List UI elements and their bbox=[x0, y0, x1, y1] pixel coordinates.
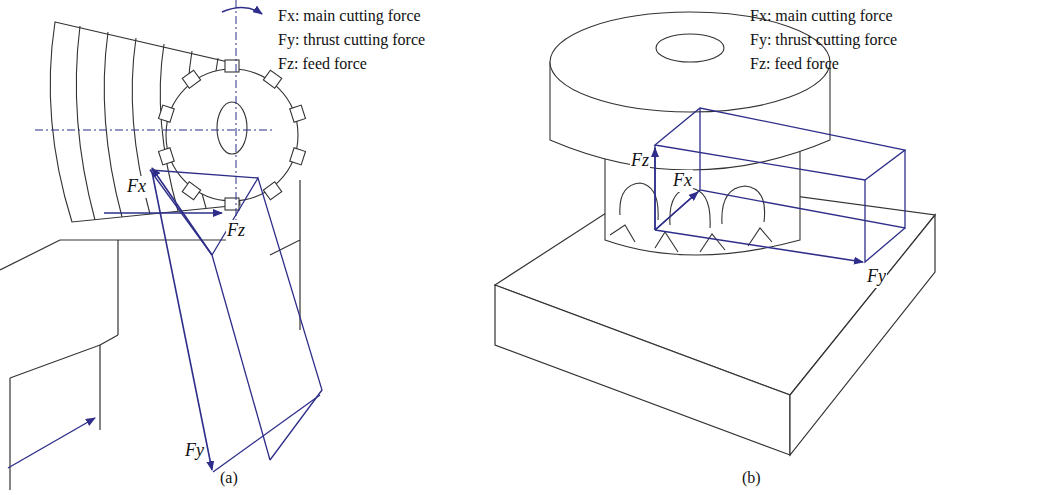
legend-text: Fx: main cutting force bbox=[750, 6, 893, 25]
force-label: Fz bbox=[630, 150, 650, 172]
force-box-b bbox=[655, 108, 905, 262]
force-arrow bbox=[104, 212, 222, 214]
force-label: Fy bbox=[866, 266, 887, 288]
face-mill bbox=[550, 12, 830, 255]
panel-label: (b) bbox=[742, 468, 761, 487]
force-arrow bbox=[655, 192, 698, 230]
legend-text: Fy: thrust cutting force bbox=[750, 30, 897, 49]
helical-cutter bbox=[50, 22, 305, 222]
rotation-arrow bbox=[222, 7, 262, 14]
force-box-a bbox=[150, 170, 322, 472]
force-arrow bbox=[152, 172, 212, 470]
legend-text: Fz: feed force bbox=[750, 54, 839, 73]
force-label: Fx bbox=[672, 170, 693, 192]
legend-text: Fx: main cutting force bbox=[278, 6, 421, 25]
legend-text: Fz: feed force bbox=[278, 54, 367, 73]
force-label: Fz bbox=[226, 220, 246, 242]
feed-arrow bbox=[8, 418, 95, 468]
force-label: Fy bbox=[184, 440, 205, 462]
force-arrow bbox=[655, 230, 863, 262]
force-arrow bbox=[152, 168, 212, 255]
axis-line bbox=[236, 0, 237, 225]
workpiece-a bbox=[0, 180, 300, 490]
force-label: Fx bbox=[126, 176, 147, 198]
axis-line bbox=[35, 130, 275, 131]
force-arrow bbox=[654, 148, 656, 230]
legend-text: Fy: thrust cutting force bbox=[278, 30, 425, 49]
panel-label: (a) bbox=[220, 468, 238, 487]
